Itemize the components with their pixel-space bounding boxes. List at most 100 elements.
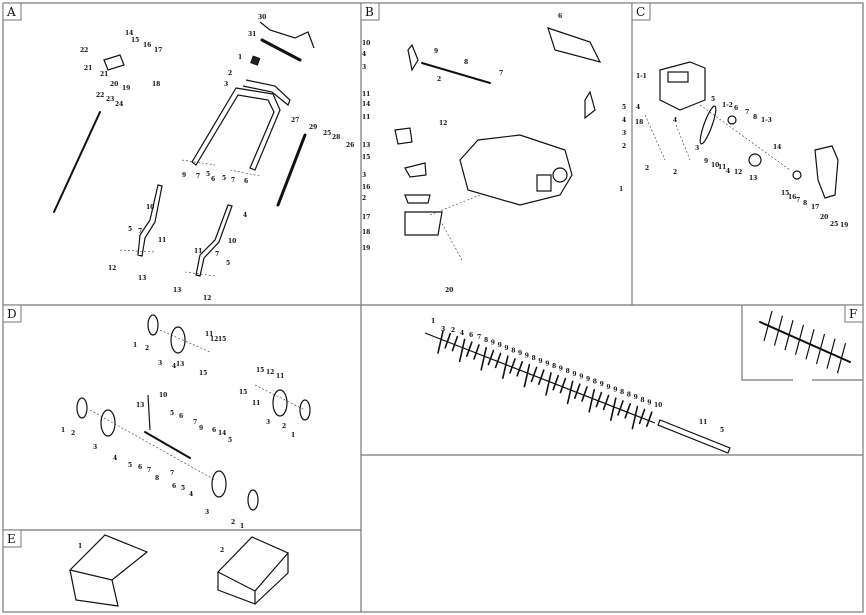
grass-bag-drawing: [68, 534, 289, 607]
callout-c-8: 8: [803, 200, 807, 207]
tine-blade: [573, 383, 581, 400]
svg-text:C: C: [636, 5, 645, 19]
callout-a-28: 28: [332, 134, 340, 141]
lever-bracket: [103, 54, 125, 71]
hubcap: [247, 489, 259, 511]
rotor-tine: [836, 343, 847, 374]
tine-blade: [509, 358, 516, 374]
callout-d-3: 3: [205, 509, 209, 516]
callout-f-9: 9: [498, 342, 502, 349]
tine-blade: [624, 402, 632, 419]
callout-d-7: 7: [147, 467, 151, 474]
callout-c-3: 3: [695, 145, 699, 152]
callout-a-5: 5: [206, 171, 210, 178]
callout-a-6: 6: [211, 176, 215, 183]
deck-assembly-drawing: [394, 27, 602, 261]
latch: [404, 162, 427, 178]
callout-b-14: 14: [362, 101, 370, 108]
callout-b-16: 16: [362, 184, 370, 191]
upper-handle-bar: [242, 79, 291, 106]
callout-f-9: 9: [634, 394, 638, 401]
panel-tag-c: C: [631, 2, 651, 21]
deck-wheel-port: [552, 167, 568, 183]
engine-cover: [667, 71, 689, 83]
callout-f-9: 9: [613, 386, 617, 393]
callout-b-3: 3: [362, 172, 366, 179]
tine-blade: [631, 405, 639, 430]
callout-d-15: 15: [199, 370, 207, 377]
callout-f-3: 3: [441, 326, 445, 333]
callout-b-8: 8: [464, 59, 468, 66]
callout-d-13: 13: [136, 402, 144, 409]
callout-f-8: 8: [593, 379, 597, 386]
callout-b-6: 6: [558, 13, 562, 20]
hubcap: [76, 397, 88, 419]
callout-f-8: 8: [532, 355, 536, 362]
bail-lever: [259, 21, 315, 49]
callout-a-10: 10: [146, 204, 154, 211]
callout-d-6: 6: [212, 427, 216, 434]
belt-cover: [814, 145, 839, 199]
callout-f-5: 5: [720, 427, 724, 434]
tine-blade: [609, 397, 617, 422]
callout-f-8: 8: [484, 337, 488, 344]
callout-a-13: 13: [138, 275, 146, 282]
callout-e-2: 2: [220, 547, 224, 554]
wheel: [170, 326, 186, 354]
engine: [659, 61, 706, 111]
callout-a-7: 7: [138, 228, 142, 235]
cable-grip: [260, 38, 302, 62]
callout-a-26: 26: [346, 142, 354, 149]
callout-a-18: 18: [152, 81, 160, 88]
callout-f-9: 9: [600, 381, 604, 388]
callout-b-3: 3: [362, 64, 366, 71]
tine-blade: [602, 394, 610, 411]
callout-c-14: 14: [773, 144, 781, 151]
callout-b-2: 2: [437, 76, 441, 83]
rotor-shaft: [657, 419, 731, 454]
tine-blade: [480, 346, 488, 371]
callout-c-2: 2: [645, 165, 649, 172]
callout-c-4: 4: [673, 117, 677, 124]
callout-d-2: 2: [282, 423, 286, 430]
tine-blade: [595, 391, 603, 408]
hubcap: [299, 399, 311, 421]
callout-f-8: 8: [511, 347, 515, 354]
callout-c-1-1: 1-1: [636, 73, 647, 80]
tine-blade: [516, 360, 524, 377]
callout-a-22: 22: [96, 92, 104, 99]
rotor-tine: [826, 338, 836, 369]
callout-a-14: 14: [125, 30, 133, 37]
tine-blade: [501, 355, 509, 380]
callout-d-15: 15: [256, 367, 264, 374]
callout-d-11: 11: [252, 400, 260, 407]
callout-a-30: 30: [258, 14, 266, 21]
callout-f-9: 9: [572, 371, 576, 378]
callout-b-10: 10: [362, 40, 370, 47]
rotor-tine: [763, 310, 773, 342]
callout-c-5: 5: [711, 96, 715, 103]
callout-d-6: 6: [172, 483, 176, 490]
callout-a-5: 5: [226, 260, 230, 267]
callout-a-6: 6: [244, 178, 248, 185]
callout-c-7: 7: [745, 109, 749, 116]
callout-a-7: 7: [215, 251, 219, 258]
panel-tag-d: D: [2, 304, 22, 323]
callout-d-11: 11: [205, 331, 213, 338]
callout-c-15: 15: [781, 190, 789, 197]
callout-a-12: 12: [203, 295, 211, 302]
callout-a-5: 5: [222, 175, 226, 182]
callout-a-15: 15: [131, 37, 139, 44]
callout-f-9: 9: [504, 345, 508, 352]
callout-b-15: 15: [362, 154, 370, 161]
svg-text:B: B: [365, 5, 374, 19]
callout-d-1: 1: [291, 432, 295, 439]
callout-b-5: 5: [622, 104, 626, 111]
tine-blade: [581, 386, 588, 402]
callout-f-9: 9: [559, 366, 563, 373]
grass-bag-body: [217, 553, 289, 605]
callout-d-3: 3: [266, 419, 270, 426]
callout-c-17: 17: [811, 204, 819, 211]
handle-assembly-drawing: [53, 21, 315, 277]
